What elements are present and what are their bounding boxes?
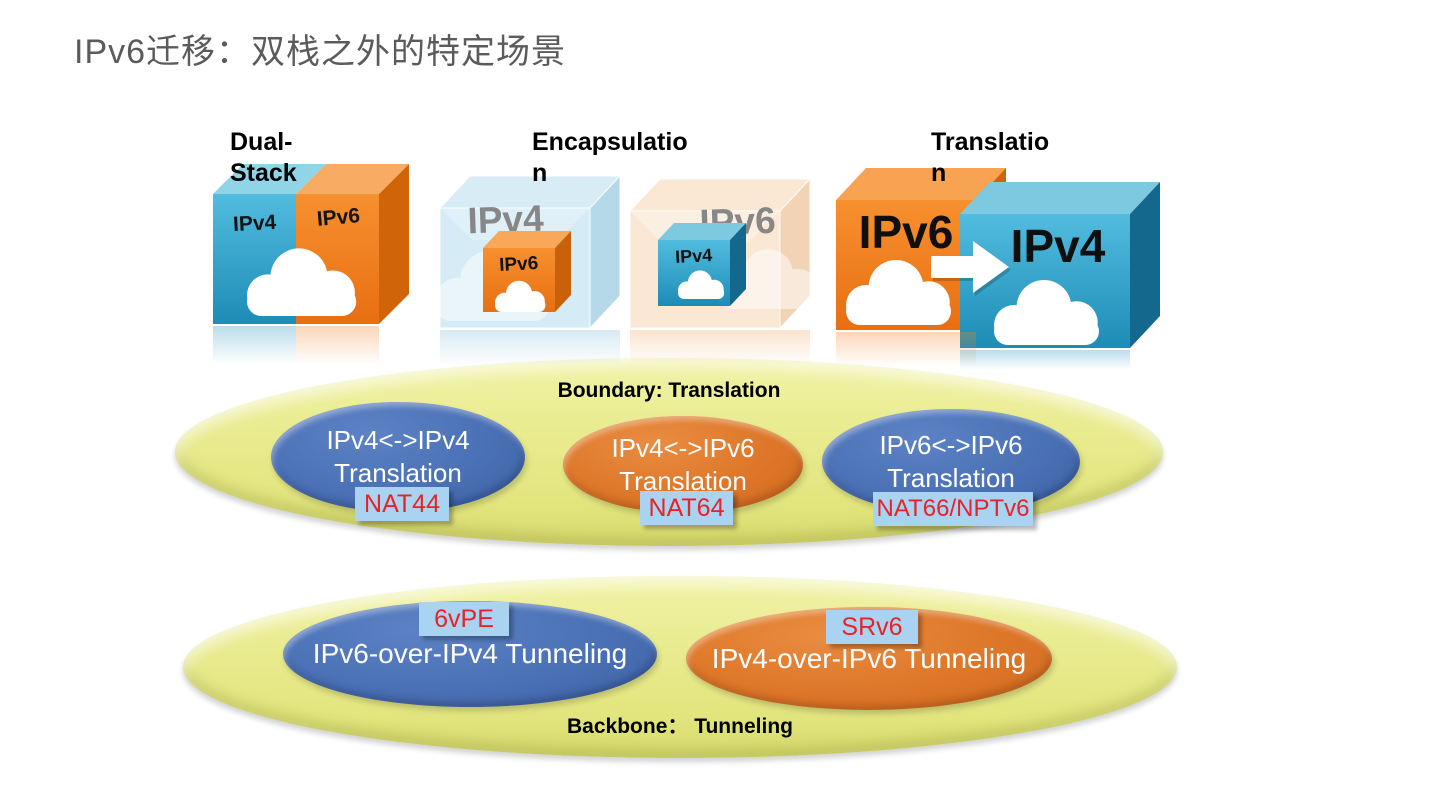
- dual-stack-label-line1: Dual-: [230, 128, 293, 156]
- oval-text-line: IPv4<->IPv4: [326, 425, 470, 455]
- oval-text-line: Translation: [334, 458, 462, 488]
- translation-label: Translatio n: [931, 127, 1049, 189]
- encapsulation-label-line2: n: [532, 159, 548, 187]
- 6vpe-badge: 6vPE: [419, 602, 509, 636]
- translation-cubes: IPv6 IPv4: [836, 168, 1160, 370]
- reflection: [440, 330, 620, 366]
- encapsulation-inner-ipv4-label: IPv4: [675, 245, 713, 267]
- translation-source-label: IPv6: [859, 206, 954, 258]
- reflection: [960, 350, 1130, 370]
- dual-stack-ipv6-face-label: IPv6: [316, 204, 361, 231]
- nat66-nptv6-badge: NAT66/NPTv6: [873, 492, 1033, 526]
- ipv6-ipv6-translation-oval: IPv6<->IPv6 Translation: [822, 409, 1080, 514]
- boundary-heading: Boundary: Translation: [557, 379, 781, 402]
- translation-label-line2: n: [931, 159, 947, 187]
- translation-target-label: IPv4: [1011, 220, 1106, 272]
- oval-text-line: IPv6-over-IPv4 Tunneling: [312, 638, 628, 669]
- dual-stack-label-line2: Stack: [230, 159, 297, 187]
- dual-stack-label: Dual- Stack: [230, 127, 297, 189]
- reflection: [836, 332, 976, 366]
- dual-stack-ipv4-face-label: IPv4: [232, 211, 277, 236]
- oval-text-line: IPv6<->IPv6: [879, 429, 1023, 460]
- srv6-badge: SRv6: [826, 610, 918, 644]
- reflection: [630, 330, 810, 366]
- reflection: [213, 326, 296, 364]
- oval-text-line: Translation: [619, 465, 747, 496]
- oval-text-line: IPv4-over-IPv6 Tunneling: [711, 642, 1027, 674]
- nat44-badge: NAT44: [355, 487, 449, 521]
- slide-title: IPv6迁移：双栈之外的特定场景: [74, 33, 567, 71]
- encapsulation-cubes: IPv4 IPv6 IPv6 IPv4: [438, 174, 812, 366]
- reflection: [296, 326, 379, 364]
- translation-label-line1: Translatio: [931, 128, 1050, 156]
- arrow-right-icon: [931, 241, 1011, 296]
- nat64-badge: NAT64: [640, 491, 733, 525]
- encapsulation-label-line1: Encapsulatio: [532, 128, 688, 156]
- encapsulation-inner-ipv6-label: IPv6: [499, 253, 539, 276]
- dual-stack-cube: IPv4 IPv6: [213, 164, 409, 364]
- ipv4-ipv4-translation-oval: IPv4<->IPv4 Translation: [271, 402, 525, 512]
- oval-text-line: IPv4<->IPv6: [611, 432, 755, 463]
- backbone-heading: Backbone： Tunneling: [567, 715, 793, 738]
- encapsulation-label: Encapsulatio n: [532, 127, 688, 189]
- oval-text-line: Translation: [887, 462, 1015, 493]
